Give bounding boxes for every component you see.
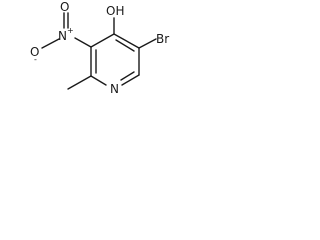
bond-n1-c2 <box>90 75 107 86</box>
bond-c2-methyl <box>67 75 92 90</box>
ring-nitrogen-label: N <box>110 82 119 96</box>
bond-c6-n1-inner <box>120 71 135 81</box>
hydroxyl-label: OH <box>106 4 124 18</box>
nitro-nitrogen-label: N <box>58 29 67 43</box>
bond-c5-br <box>138 38 157 49</box>
bond-c4-c5 <box>113 33 140 49</box>
bond-c3-nitro <box>74 37 92 48</box>
nitro-plus-charge: + <box>67 26 74 35</box>
nitro-oxygen-top-label: O <box>60 0 69 14</box>
bond-nitro-o-left <box>41 38 60 49</box>
nitro-minus-charge: - <box>34 55 37 64</box>
bond-c4-c5-inner <box>115 39 135 52</box>
bond-c6-n1 <box>121 74 140 86</box>
bond-c3-c4 <box>90 33 115 48</box>
structure-diagram: OH Br N + O O - N <box>30 0 169 96</box>
bromine-label: Br <box>156 32 169 46</box>
nitro-oxygen-left-label: O <box>30 45 39 59</box>
